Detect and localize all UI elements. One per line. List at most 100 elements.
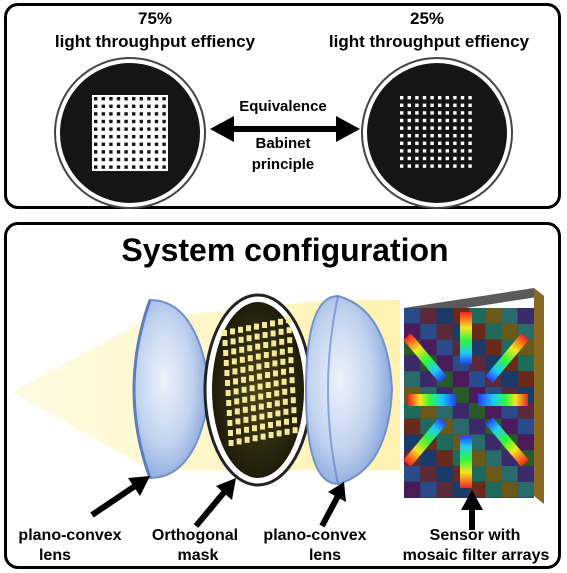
mosaic-tile — [420, 323, 437, 340]
sensor-label-line1: Sensor with — [429, 527, 521, 544]
mask-hole — [154, 104, 159, 108]
mask-hole — [139, 150, 143, 154]
mask-hole — [94, 104, 98, 108]
mask-grid-cell — [233, 378, 238, 385]
orthogonal-mask — [203, 293, 313, 487]
mask-hole — [162, 127, 166, 131]
mask-hole — [162, 142, 166, 146]
mask-hole — [154, 142, 159, 146]
mask-grid-cell — [268, 432, 274, 438]
mosaic-tile — [436, 323, 453, 340]
mask-hole — [109, 135, 113, 139]
mosaic-tile — [420, 402, 437, 419]
mask-grid-cell — [227, 420, 233, 426]
mask-grid-cell — [239, 346, 245, 353]
mask-grid-cell — [241, 376, 246, 383]
mosaic-tile — [517, 371, 534, 387]
mosaic-tile — [485, 481, 502, 498]
mask-aperture — [445, 156, 449, 161]
mask-grid-cell — [260, 423, 265, 430]
mask-hole — [162, 157, 166, 162]
mask-aperture — [400, 156, 404, 161]
mask-aperture — [445, 96, 449, 100]
mask-aperture — [430, 134, 434, 138]
mask-grid-cell — [282, 398, 288, 405]
mosaic-tile — [452, 371, 469, 387]
mask-grid-cell — [258, 403, 264, 410]
mask-grid-cell — [273, 370, 278, 377]
mask-hole — [132, 97, 136, 101]
mosaic-tile — [436, 355, 453, 372]
mosaic-tile — [404, 323, 421, 340]
mask-grid-cell — [246, 335, 252, 342]
mask-hole — [162, 104, 166, 108]
mask-grid-cell — [223, 360, 229, 366]
mask-hole — [109, 165, 113, 169]
mask-grid-cell — [288, 357, 294, 364]
mosaic-tile — [436, 434, 453, 451]
mask-hole — [147, 135, 151, 139]
mosaic-tile — [517, 466, 534, 482]
mask-grid-cell — [252, 425, 257, 432]
mask-hole — [101, 127, 105, 131]
mask-hole — [132, 142, 136, 146]
mask-grid-cell — [289, 367, 294, 374]
pointer-arrows — [90, 476, 483, 530]
mask-grid-cell — [278, 318, 283, 325]
mosaic-tile — [436, 466, 453, 482]
mosaic-tile — [452, 387, 469, 403]
mask-grid-cell — [274, 400, 280, 407]
mask-hole — [162, 119, 166, 124]
mask-hole — [101, 150, 105, 154]
mask-aperture — [415, 156, 419, 161]
mask-grid-cell — [234, 398, 240, 405]
mask-grid-cell — [262, 332, 268, 338]
mask-aperture — [460, 164, 465, 168]
mask-label-line2: mask — [177, 547, 219, 564]
mask-aperture — [453, 111, 457, 115]
mask-hole — [162, 165, 166, 169]
mask-grid-cell — [231, 358, 237, 365]
sensor-label-line2: mosaic filter arrays — [402, 547, 550, 564]
mask-aperture — [438, 141, 442, 145]
mask-grid-cell — [271, 350, 277, 357]
mask-grid-cell — [276, 430, 282, 437]
mask-hole — [116, 135, 121, 139]
mask-hole — [124, 135, 128, 139]
mask-grid-cell — [232, 368, 238, 375]
system-title: System configuration — [121, 232, 449, 268]
mosaic-tile — [517, 418, 534, 435]
mask-aperture — [422, 149, 427, 153]
mask-grid-cell — [286, 327, 292, 334]
mask-grid-cell — [289, 377, 295, 384]
mask-aperture — [430, 149, 434, 153]
mask-hole — [116, 127, 121, 131]
mask-aperture — [400, 111, 404, 115]
mask-aperture — [438, 111, 442, 115]
mosaic-tile — [469, 418, 486, 435]
mask-hole — [162, 112, 166, 116]
mask-grid-cell — [244, 436, 250, 443]
mask-hole — [132, 127, 136, 131]
mask-grid-cell — [257, 373, 262, 380]
mask-aperture — [438, 134, 442, 138]
mask-aperture — [400, 141, 404, 145]
mask-aperture — [438, 164, 442, 168]
mosaic-tile — [420, 466, 437, 482]
mask-aperture — [407, 164, 411, 168]
mask-aperture — [407, 126, 411, 130]
mask-grid-cell — [240, 366, 246, 373]
mask-aperture — [422, 96, 427, 100]
mosaic-tile — [404, 402, 421, 419]
mosaic-tile — [436, 450, 453, 466]
mask-aperture — [430, 103, 434, 107]
mosaic-tile — [501, 481, 518, 498]
mask-aperture — [468, 103, 472, 107]
mosaic-tile — [501, 418, 518, 435]
mask-aperture — [453, 156, 457, 161]
mask-grid-cell — [236, 438, 242, 445]
mask-aperture — [415, 141, 419, 145]
mask-hole — [101, 97, 105, 101]
mask-hole — [154, 135, 159, 139]
mosaic-tile — [485, 323, 502, 340]
